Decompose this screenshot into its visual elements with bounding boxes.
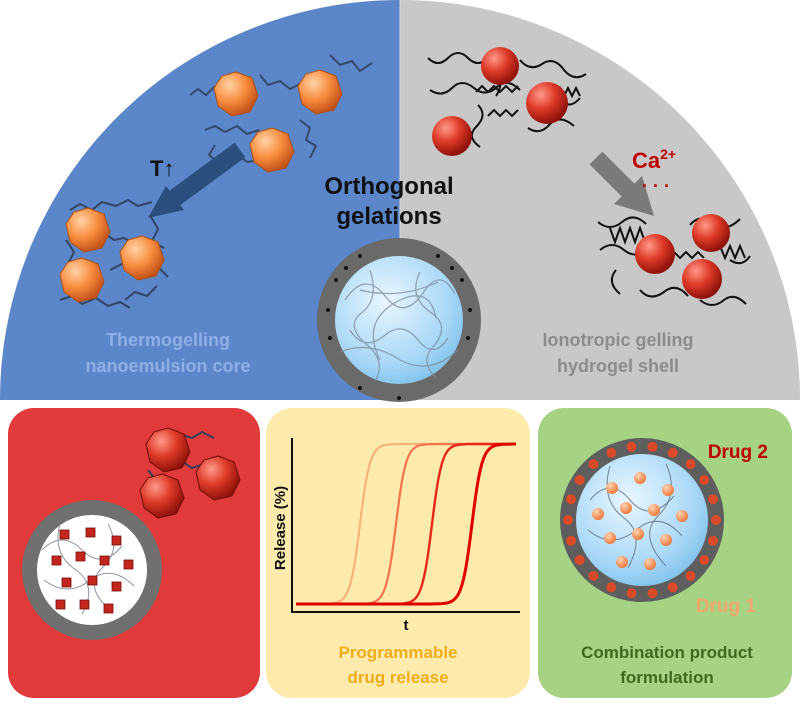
shell-drug-drop: [566, 494, 576, 505]
alginate-chains-dispersed: [427, 47, 587, 156]
shell-drug-drop: [708, 535, 718, 546]
shell-drug-drop: [647, 441, 658, 452]
release-caption-line2: drug release: [347, 668, 448, 687]
shell-drug-drop: [685, 459, 696, 470]
shell-drug-drop: [588, 459, 599, 470]
y-axis-label: Release (%): [272, 486, 289, 570]
calcium-ion-base: Ca: [632, 148, 661, 173]
shell-drug-drop: [667, 582, 678, 593]
panel-green: Drug 2 Drug 1 Combination product formul…: [538, 408, 792, 698]
panel-red: [8, 408, 260, 698]
calcium-ion-dots: · · ·: [642, 176, 670, 196]
sphere-red: [692, 214, 730, 252]
shell-drug-drop: [708, 494, 718, 505]
droplet-red: [145, 427, 191, 473]
shell-drug-drop: [667, 447, 678, 458]
release-curve: [296, 442, 516, 606]
right-label-line2: hydrogel shell: [557, 356, 679, 376]
right-label-line1: Ionotropic gelling: [543, 330, 694, 350]
sphere-red: [526, 82, 568, 124]
shell-drug-drop: [588, 570, 599, 581]
droplet-orange: [119, 235, 165, 281]
shell-drug-drop: [699, 475, 710, 485]
shell-drug-drop: [685, 570, 696, 581]
combination-caption-line2: formulation: [620, 668, 714, 687]
x-axis-label: t: [404, 617, 409, 634]
droplet-orange: [297, 69, 343, 115]
droplet-orange: [59, 257, 105, 303]
combination-caption-line1: Combination product: [581, 643, 753, 662]
gelled-droplet-cluster: [139, 427, 241, 519]
nanoemulsion-droplets-gelled: [59, 198, 169, 309]
center-title-line1: Orthogonal: [324, 173, 453, 200]
calcium-ion-charge: 2+: [660, 146, 676, 162]
capsule-with-crystals: [22, 500, 162, 640]
shell-drug-drop: [647, 588, 658, 599]
left-label-line1: Thermogelling: [106, 330, 230, 350]
sphere-red: [481, 47, 519, 85]
alginate-chains-gelled: [597, 214, 751, 306]
droplet-orange: [65, 207, 111, 253]
release-chart: Release (%) t: [272, 438, 520, 634]
shell-drug-drop: [606, 582, 617, 593]
nanoemulsion-droplets-dispersed: [189, 54, 373, 174]
release-caption-line1: Programmable: [338, 643, 457, 662]
droplet-orange: [249, 127, 295, 173]
shell-drug-drop: [711, 515, 721, 525]
drug2-label: Drug 2: [708, 442, 768, 463]
sphere-red: [635, 234, 675, 274]
release-curves: [296, 442, 516, 606]
core-shell-particle: [317, 238, 481, 402]
droplet-red: [195, 455, 241, 501]
shell-drug-drop: [574, 475, 585, 485]
shell-drug-drop: [606, 447, 617, 458]
heating-arrow: [148, 142, 246, 218]
droplet-orange: [213, 71, 259, 117]
shell-drug-drop: [626, 588, 637, 599]
shell-drug-drop: [699, 555, 710, 565]
shell-drug-drop: [563, 515, 573, 525]
center-title-line2: gelations: [336, 203, 441, 230]
temperature-label: T↑: [150, 156, 174, 181]
shell-drug-drop: [574, 555, 585, 565]
panel-yellow: Release (%) t Programmable drug release: [266, 408, 530, 698]
sphere-red: [432, 116, 472, 156]
combination-particle: [560, 438, 724, 602]
shell-drug-drop: [566, 535, 576, 546]
drug1-label: Drug 1: [696, 596, 757, 617]
droplet-red: [139, 473, 185, 519]
left-label-line2: nanoemulsion core: [85, 356, 250, 376]
shell-drug-drop: [626, 441, 637, 452]
calcium-arrow: [589, 151, 654, 216]
calcium-ion-label: Ca2+: [632, 146, 676, 173]
sphere-red: [682, 259, 722, 299]
